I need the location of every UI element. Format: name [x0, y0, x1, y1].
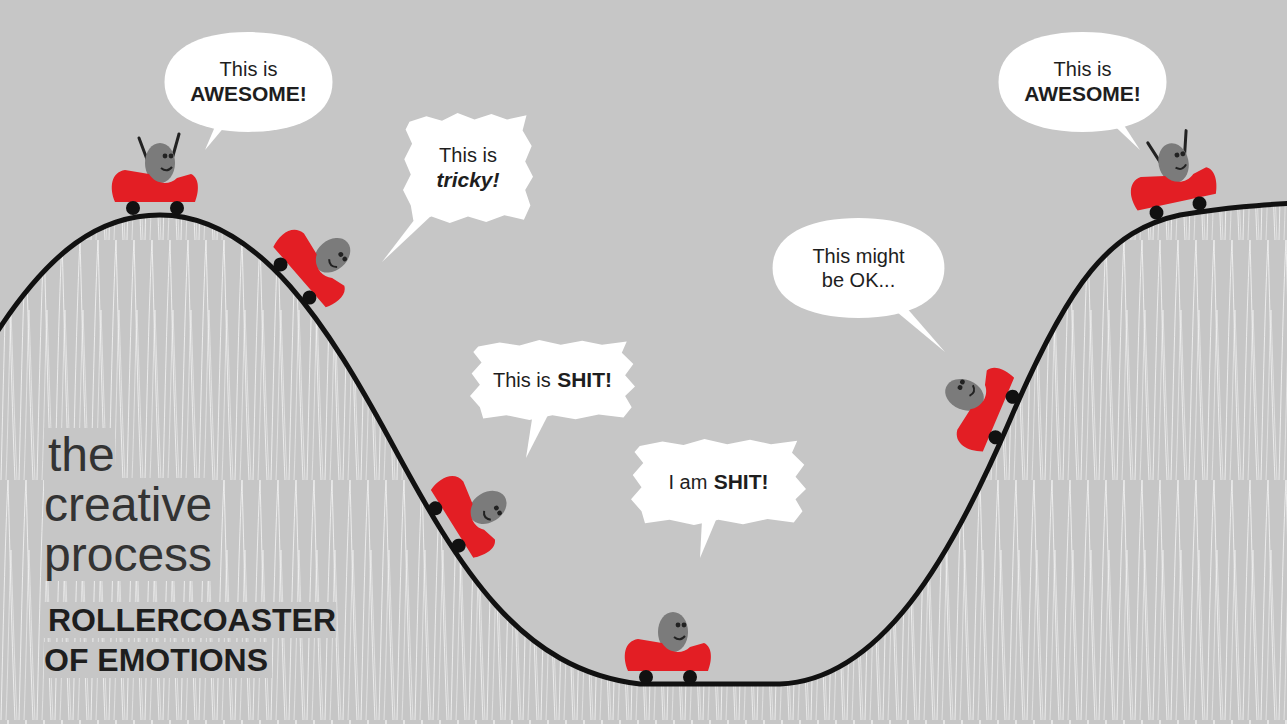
car-4	[625, 612, 711, 684]
speech-bubble: I am SHIT!	[631, 439, 806, 525]
speech-bubble: This isAWESOME!	[995, 30, 1170, 134]
bubble-shape	[769, 216, 948, 320]
bubble-shape	[995, 30, 1170, 134]
bubble-line: AWESOME!	[1024, 81, 1141, 106]
car-2	[261, 206, 372, 318]
bubble-line: tricky!	[436, 167, 499, 192]
bubble-line: This might be OK...	[799, 244, 919, 292]
hatched-ground	[0, 203, 1287, 724]
bubble-text: This might be OK...	[799, 244, 919, 292]
bubble-text: This isAWESOME!	[190, 57, 307, 106]
car-6	[1120, 127, 1221, 224]
bubble-text: This isSHIT!	[493, 367, 612, 392]
bubble-line: AWESOME!	[190, 81, 307, 106]
subtitle: ROLLERCOASTER OF EMOTIONS	[44, 600, 364, 680]
car-3	[418, 456, 525, 567]
bubble-line: SHIT!	[557, 367, 612, 392]
subtitle-text: ROLLERCOASTER OF EMOTIONS	[44, 602, 336, 678]
title-text: the creative process	[44, 428, 216, 581]
speech-bubble: This istricky!	[403, 113, 533, 223]
bubble-text: This isAWESOME!	[1024, 57, 1141, 106]
bubble-line: This is	[1024, 57, 1141, 81]
bubble-line: This is	[190, 57, 307, 81]
car-5	[927, 352, 1027, 459]
bubble-line: This is	[493, 368, 551, 392]
speech-bubble: This might be OK...	[769, 216, 948, 320]
bubble-line: I am	[668, 470, 707, 494]
bubble-tails	[205, 82, 1140, 558]
bubble-text: I am SHIT!	[668, 469, 768, 494]
speech-bubble: This isSHIT!	[470, 340, 635, 420]
car-1	[112, 134, 198, 215]
bubble-line: SHIT!	[714, 469, 769, 494]
bubble-line: This is	[436, 143, 499, 167]
bubble-shape	[161, 30, 336, 134]
title: the creative process	[44, 430, 254, 580]
bubble-text: This istricky!	[436, 143, 499, 192]
speech-bubble: This isAWESOME!	[161, 30, 336, 134]
coaster-track	[0, 203, 1287, 684]
bubble-shape	[403, 113, 533, 223]
